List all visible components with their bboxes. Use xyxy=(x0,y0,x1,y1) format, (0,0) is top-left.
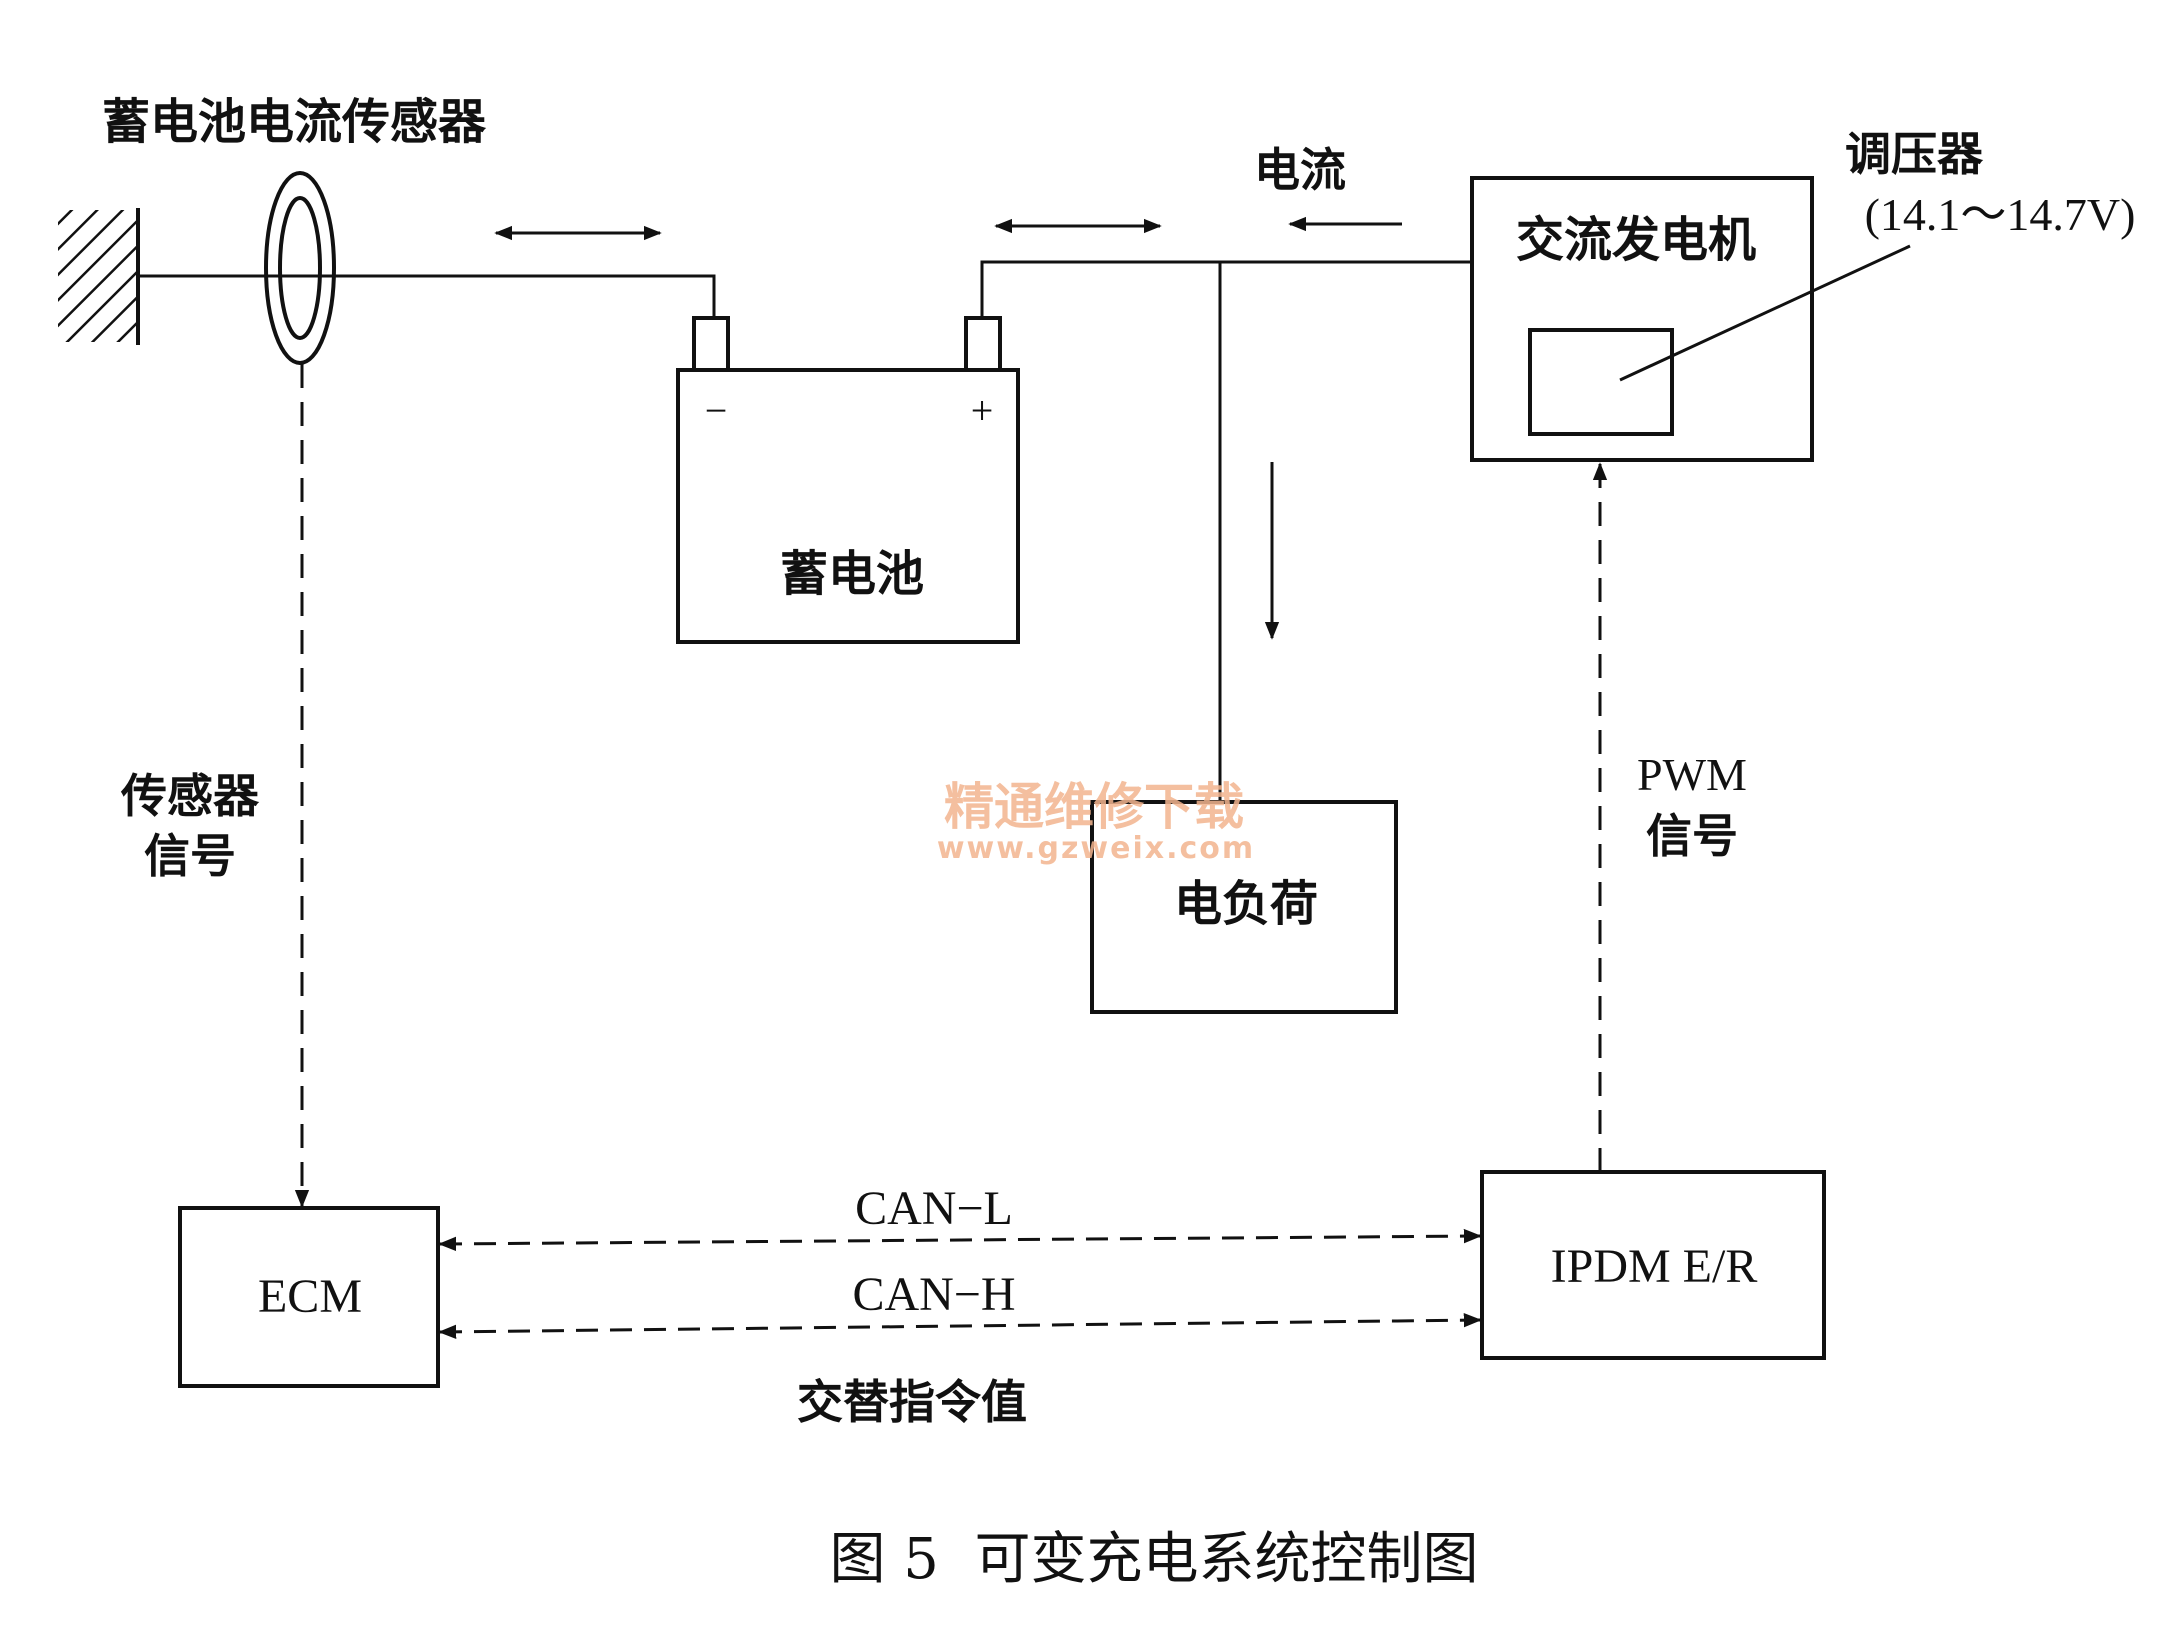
sensor-signal-label-2: 信号 xyxy=(144,829,236,883)
current-sensor-ring xyxy=(264,171,336,365)
battery-box xyxy=(676,368,1020,644)
load-box xyxy=(1090,800,1398,1014)
battery-neg-sign: − xyxy=(705,388,728,433)
can-h-label: CAN−H xyxy=(852,1268,1015,1321)
alternator-box xyxy=(1470,176,1814,462)
figure-caption: 图 5 可变充电系统控制图 xyxy=(829,1527,1478,1592)
battery-pos-terminal xyxy=(964,316,1002,372)
watermark-title: 精通维修下载 xyxy=(944,778,1244,836)
negative-wire xyxy=(138,274,716,318)
positive-wire xyxy=(980,260,1472,318)
ipdm-box xyxy=(1480,1170,1826,1360)
pwm-label-2: 信号 xyxy=(1646,809,1738,863)
watermark-url: www.gzweix.com xyxy=(937,831,1255,866)
alternator-label: 交流发电机 xyxy=(1516,212,1756,268)
can-l-line xyxy=(438,1228,1482,1252)
ecm-label: ECM xyxy=(258,1270,362,1323)
can-h-line xyxy=(438,1312,1482,1340)
battery xyxy=(676,316,1020,644)
regulator-label: 调压器 xyxy=(1845,127,1984,181)
ipdm-label: IPDM E/R xyxy=(1551,1240,1758,1293)
sensor-title: 蓄电池电流传感器 xyxy=(102,94,487,150)
battery-label: 蓄电池 xyxy=(780,546,924,602)
sensor-signal-label-1: 传感器 xyxy=(120,769,260,823)
can-l-label: CAN−L xyxy=(855,1182,1013,1235)
regulator-box xyxy=(1528,328,1674,436)
current-label: 电流 xyxy=(1254,143,1346,197)
ecm-box xyxy=(178,1206,440,1388)
pwm-label-1: PWM xyxy=(1637,749,1747,800)
battery-neg-terminal xyxy=(692,316,730,372)
alt-command-label: 交替指令值 xyxy=(797,1375,1027,1429)
load-label: 电负荷 xyxy=(1174,876,1318,932)
battery-pos-sign: + xyxy=(971,388,994,433)
regulator-range: (14.1～14.7V) xyxy=(1865,189,2136,240)
regulator-leader-line xyxy=(1619,244,1911,382)
ground-symbol xyxy=(58,208,140,345)
